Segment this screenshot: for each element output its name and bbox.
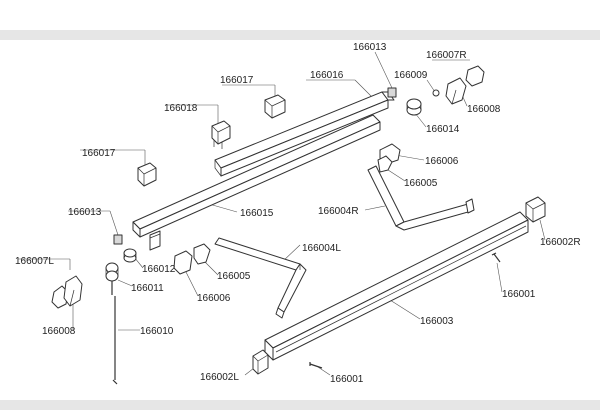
- bottom-divider-band: [0, 400, 600, 410]
- label-166010: 166010: [140, 326, 174, 337]
- part-166002R-end-cap: [525, 196, 546, 223]
- label-166015: 166015: [240, 208, 274, 219]
- label-166001-right: 166001: [502, 289, 536, 300]
- part-166017-bracket-top: [264, 94, 286, 119]
- label-166007L: 166007L: [15, 256, 54, 267]
- label-166001-bottom: 166001: [330, 374, 364, 385]
- label-166012: 166012: [142, 264, 176, 275]
- label-166017-left: 166017: [82, 148, 116, 159]
- label-166002R: 166002R: [540, 237, 581, 248]
- part-166001-screw-right: [491, 252, 501, 263]
- part-166013-clip-top: [387, 87, 397, 98]
- part-166011-roller: [105, 262, 119, 295]
- label-166004L: 166004L: [302, 243, 341, 254]
- label-166008-left: 166008: [42, 326, 76, 337]
- label-166005-left: 166005: [217, 271, 251, 282]
- part-166002L-end-cap: [252, 349, 269, 375]
- label-166016: 166016: [310, 70, 344, 81]
- part-166007R-cover: [465, 65, 485, 87]
- label-166018: 166018: [164, 103, 198, 114]
- part-166013-clip-left: [113, 234, 123, 245]
- label-166008-right: 166008: [467, 104, 501, 115]
- part-166005-hinge-left: [193, 243, 211, 265]
- label-166002L: 166002L: [200, 372, 239, 383]
- part-166001-screw-bottom: [309, 362, 323, 369]
- label-166004R: 166004R: [318, 206, 359, 217]
- part-166012-pulley: [123, 248, 137, 263]
- label-166003: 166003: [420, 316, 454, 327]
- part-166018-bracket: [211, 120, 231, 149]
- top-divider-band: [0, 30, 600, 40]
- label-166011: 166011: [131, 283, 164, 294]
- label-166009: 166009: [394, 70, 428, 81]
- part-166004R-arm: [367, 165, 475, 231]
- part-labels: 166013 166007R 166009 166017 166016 1660…: [15, 42, 581, 385]
- part-166007L-cover: [51, 285, 69, 309]
- part-166004L-arm: [214, 237, 307, 319]
- label-166013-left: 166013: [68, 207, 102, 218]
- part-166015-front-rail: [132, 114, 381, 251]
- part-166009-screw: [432, 89, 440, 97]
- label-166014: 166014: [426, 124, 460, 135]
- part-166014-pulley: [406, 98, 422, 116]
- label-166013-top: 166013: [353, 42, 387, 53]
- label-166005-right: 166005: [404, 178, 438, 189]
- label-166017-top: 166017: [220, 75, 254, 86]
- part-166006-slider-left: [173, 250, 193, 275]
- label-166006-right: 166006: [425, 156, 459, 167]
- part-166010-rod: [112, 296, 118, 385]
- label-166007R: 166007R: [426, 50, 467, 61]
- part-166017-bracket-left: [137, 162, 157, 187]
- part-166008-connector-right: [445, 77, 467, 105]
- part-166003-main-rail: [264, 211, 529, 361]
- part-166005-hinge-right: [377, 155, 393, 173]
- label-166006-left: 166006: [197, 293, 231, 304]
- part-166008-connector-left: [63, 275, 83, 307]
